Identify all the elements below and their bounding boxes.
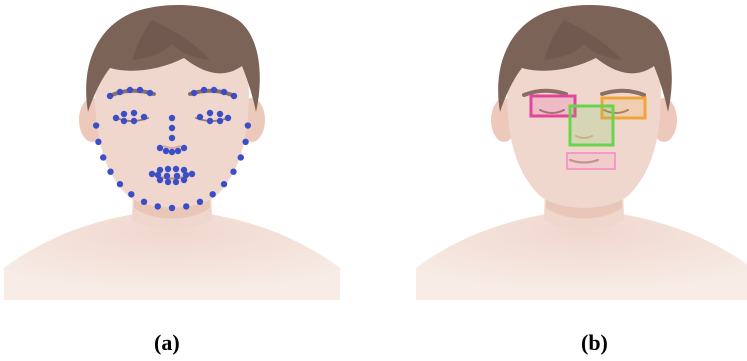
landmark-point [100,154,106,160]
landmark-point [117,181,123,187]
landmark-point [107,169,113,175]
landmark-point [174,173,180,179]
landmark-point [197,199,203,205]
landmark-point [169,115,175,121]
landmark-point [163,148,169,154]
landmark-point [181,145,187,151]
landmark-point [221,89,227,95]
landmark-point [117,89,123,95]
landmark-point [95,139,101,145]
landmark-point [137,87,143,93]
landmark-point [207,110,213,116]
landmark-point [147,90,153,96]
landmark-point [189,171,195,177]
landmark-point [113,115,119,121]
landmark-point [165,166,171,172]
landmark-point [173,179,179,185]
landmark-point [164,173,170,179]
landmark-point [165,179,171,185]
landmark-point [121,111,127,117]
landmark-point [210,191,216,197]
landmark-point [149,171,155,177]
landmark-point [242,139,248,145]
landmark-point [183,203,189,209]
mouth-region [567,153,615,169]
landmark-point [131,118,137,124]
landmark-point [201,87,207,93]
landmark-point [245,122,251,128]
landmark-point [169,135,175,141]
landmark-point [230,169,236,175]
landmark-point [141,114,147,120]
panel-b-face-regions [416,5,747,300]
nose-region [570,106,613,145]
left-eye-region [531,96,575,116]
landmark-point [157,145,163,151]
landmark-point [207,118,213,124]
panel-a-face-landmarks [4,5,340,300]
landmark-point [155,203,161,209]
landmark-point [169,205,175,211]
landmark-point [217,118,223,124]
landmark-point [173,166,179,172]
landmark-point [107,93,113,99]
landmark-point [183,172,189,178]
landmark-point [127,87,133,93]
landmark-point [131,110,137,116]
landmark-point [169,149,175,155]
landmark-point [211,87,217,93]
landmark-point [169,125,175,131]
panel-a-caption: (a) [154,330,180,356]
landmark-point [155,172,161,178]
landmark-point [128,191,134,197]
landmark-point [175,148,181,154]
landmark-point [225,115,231,121]
landmark-point [238,154,244,160]
landmark-point [141,199,147,205]
panel-b-caption: (b) [581,330,608,356]
landmark-point [191,90,197,96]
landmark-point [121,118,127,124]
landmark-point [217,111,223,117]
landmark-point [231,93,237,99]
landmark-point [221,181,227,187]
landmark-point [93,122,99,128]
landmark-point [197,114,203,120]
